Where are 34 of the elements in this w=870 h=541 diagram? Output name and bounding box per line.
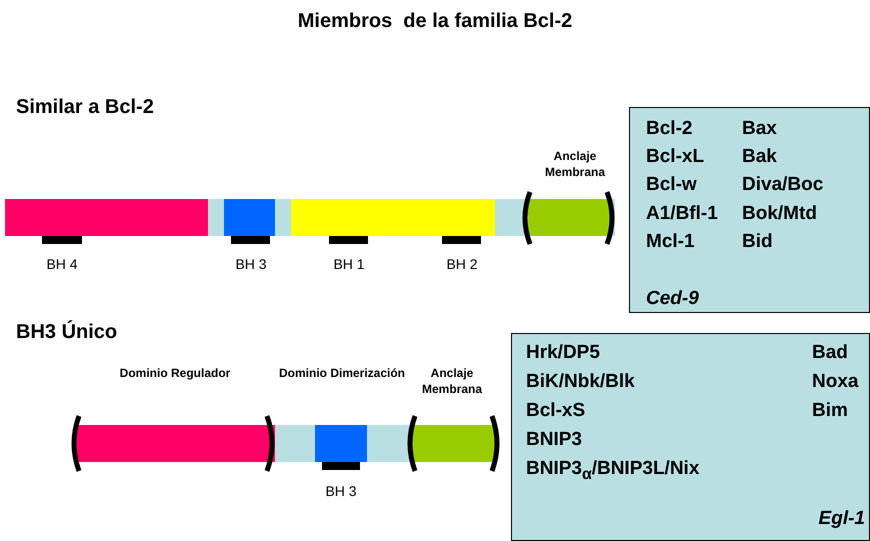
motif-label: BH 2 <box>445 256 479 272</box>
organism-homolog-name: Egl-1 <box>818 508 865 530</box>
domain-label: Dominio Dimerización <box>278 365 406 381</box>
domain-label: Dominio Regulador <box>118 365 232 381</box>
section-heading: BH3 Único <box>16 321 118 344</box>
section-heading: Similar a Bcl-2 <box>16 96 154 119</box>
protein-name: Noxa <box>812 371 858 393</box>
protein-name: Bcl-xL <box>646 146 704 168</box>
protein-name: Bcl-xS <box>526 400 586 422</box>
protein-name: Bax <box>742 118 777 140</box>
protein-name: Bid <box>742 231 773 253</box>
protein-name: Bok/Mtd <box>742 203 817 225</box>
protein-name: Bad <box>812 342 848 364</box>
protein-name: Bcl-w <box>646 174 697 196</box>
protein-name: Bcl-2 <box>646 118 692 140</box>
protein-name: BNIP3 <box>526 429 582 451</box>
protein-name: Bak <box>742 146 777 168</box>
domain-label: Anclaje Membrana <box>420 365 484 397</box>
protein-name: A1/Bfl-1 <box>646 203 718 225</box>
motif-label: BH 4 <box>45 256 79 272</box>
protein-name: Mcl-1 <box>646 231 695 253</box>
domain-label: Anclaje Membrana <box>544 148 606 180</box>
protein-name: BiK/Nbk/Blk <box>526 371 635 393</box>
protein-list-panel <box>511 333 870 541</box>
protein-name: Hrk/DP5 <box>526 342 600 364</box>
motif-label: BH 1 <box>332 256 366 272</box>
motif-label: BH 3 <box>234 256 268 272</box>
protein-name: BNIP3$_{α}$/BNIP3L/Nix <box>526 458 700 485</box>
organism-homolog-name: Ced-9 <box>646 288 699 310</box>
protein-name: Bim <box>812 400 848 422</box>
protein-list-panel <box>629 107 870 313</box>
protein-name: Diva/Boc <box>742 174 824 196</box>
diagram-title: Miembros de la familia Bcl-2 <box>296 10 574 33</box>
motif-label: BH 3 <box>324 483 358 499</box>
